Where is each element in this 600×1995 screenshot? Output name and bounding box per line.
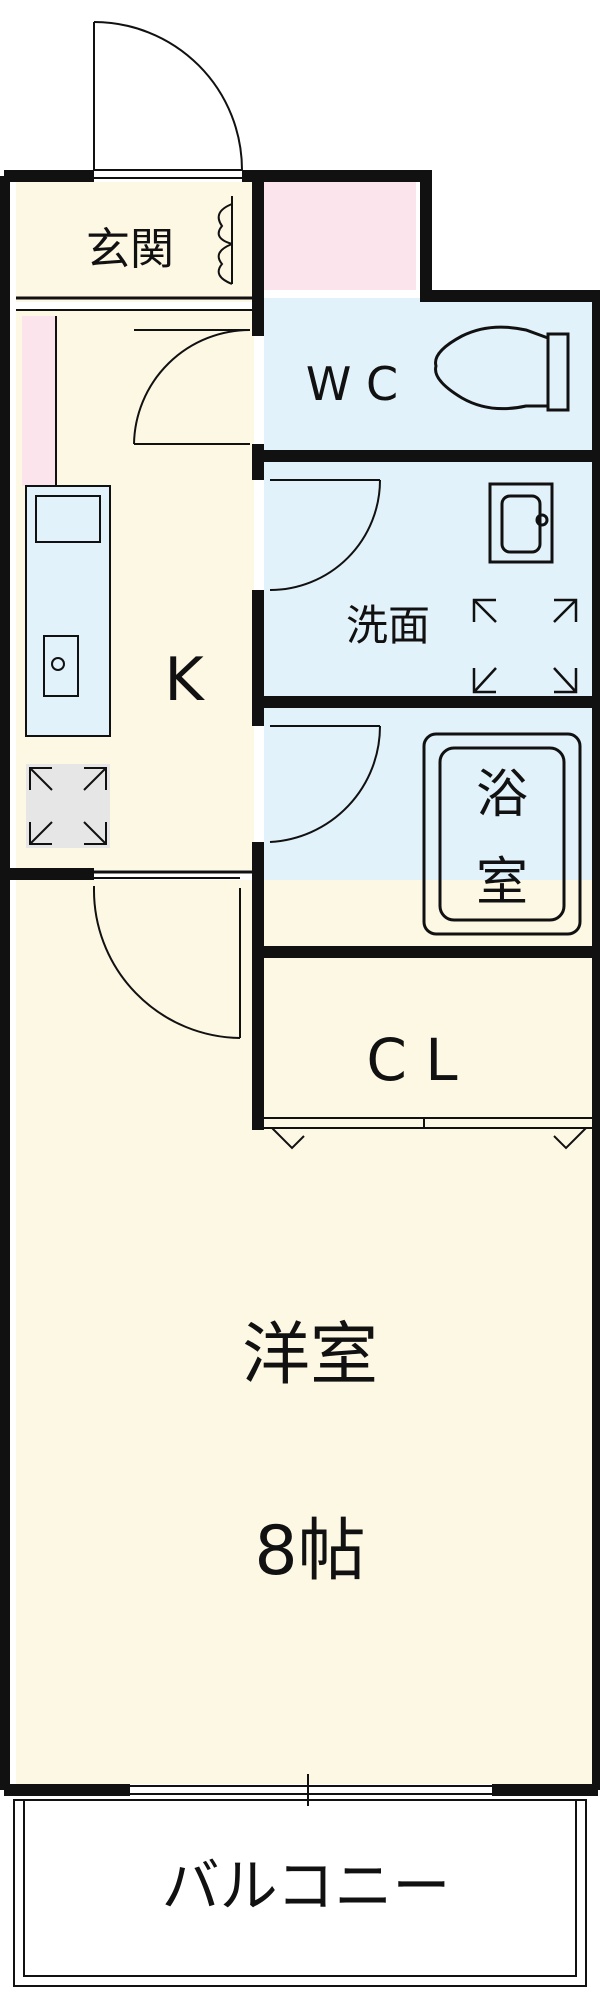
walls [0,170,600,1806]
balcony-outline [13,1799,587,1987]
washer-space [472,598,578,694]
kitchen-side-strip [22,316,56,486]
bathtub [422,732,582,936]
washroom-floor [264,462,594,696]
room-labels: 玄関 W C K 洗面 浴 室 C L 洋室 8帖 バルコニー [86,224,528,1920]
toilet-icon [434,325,570,412]
washroom-label: 洗面 [346,601,430,650]
genkan-floor [16,182,254,302]
doors [92,21,382,1039]
western-room-size: 8帖 [254,1512,365,1591]
kitchen-label: K [164,645,205,715]
room-fills [16,182,594,1784]
shoe-storage-floor [264,182,416,290]
balcony-label: バルコニー [162,1852,451,1920]
closet-doors [264,1117,594,1150]
bath-label-line2: 室 [476,853,528,913]
shoe-cabinet [217,196,233,285]
wc-label: W C [306,357,398,411]
kitchen-counter [25,485,111,848]
closet-label: C L [366,1026,457,1094]
western-room-label: 洋室 [242,1316,378,1395]
wc-floor [264,298,594,450]
genkan-label: 玄関 [86,224,174,275]
western-room-floor [16,880,594,1784]
bath-label-line1: 浴 [476,765,528,825]
washbasin-icon [488,482,554,564]
